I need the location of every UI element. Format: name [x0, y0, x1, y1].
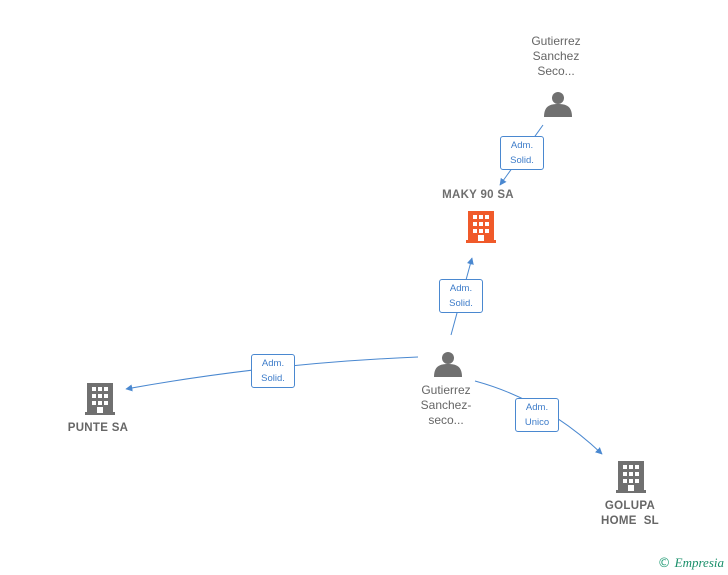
building-icon[interactable]	[466, 211, 496, 243]
person-icon[interactable]	[434, 352, 462, 377]
edge-label-top-to-maky: Adm. Solid.	[500, 136, 544, 170]
edge-label-center-to-golupa: Adm. Unico	[515, 398, 559, 432]
building-icon[interactable]	[616, 461, 646, 493]
copyright-icon: ©	[657, 556, 671, 571]
person-top-label[interactable]: Gutierrez Sanchez Seco...	[531, 34, 581, 78]
person-center-label[interactable]: Gutierrez Sanchez- seco...	[420, 383, 472, 427]
building-icon[interactable]	[85, 383, 115, 415]
edge-label-center-to-punte: Adm. Solid.	[251, 354, 295, 388]
company-maky-label[interactable]: MAKY 90 SA	[442, 189, 514, 201]
person-icon[interactable]	[544, 92, 572, 117]
company-punte-label[interactable]: PUNTE SA	[67, 422, 129, 434]
company-golupa-label[interactable]: GOLUPA HOME SL	[601, 500, 659, 527]
edge-label-center-to-maky: Adm. Solid.	[439, 279, 483, 313]
brand-footer[interactable]: ©Empresia	[658, 555, 724, 571]
brand-logo-text: Empresia	[674, 555, 724, 570]
